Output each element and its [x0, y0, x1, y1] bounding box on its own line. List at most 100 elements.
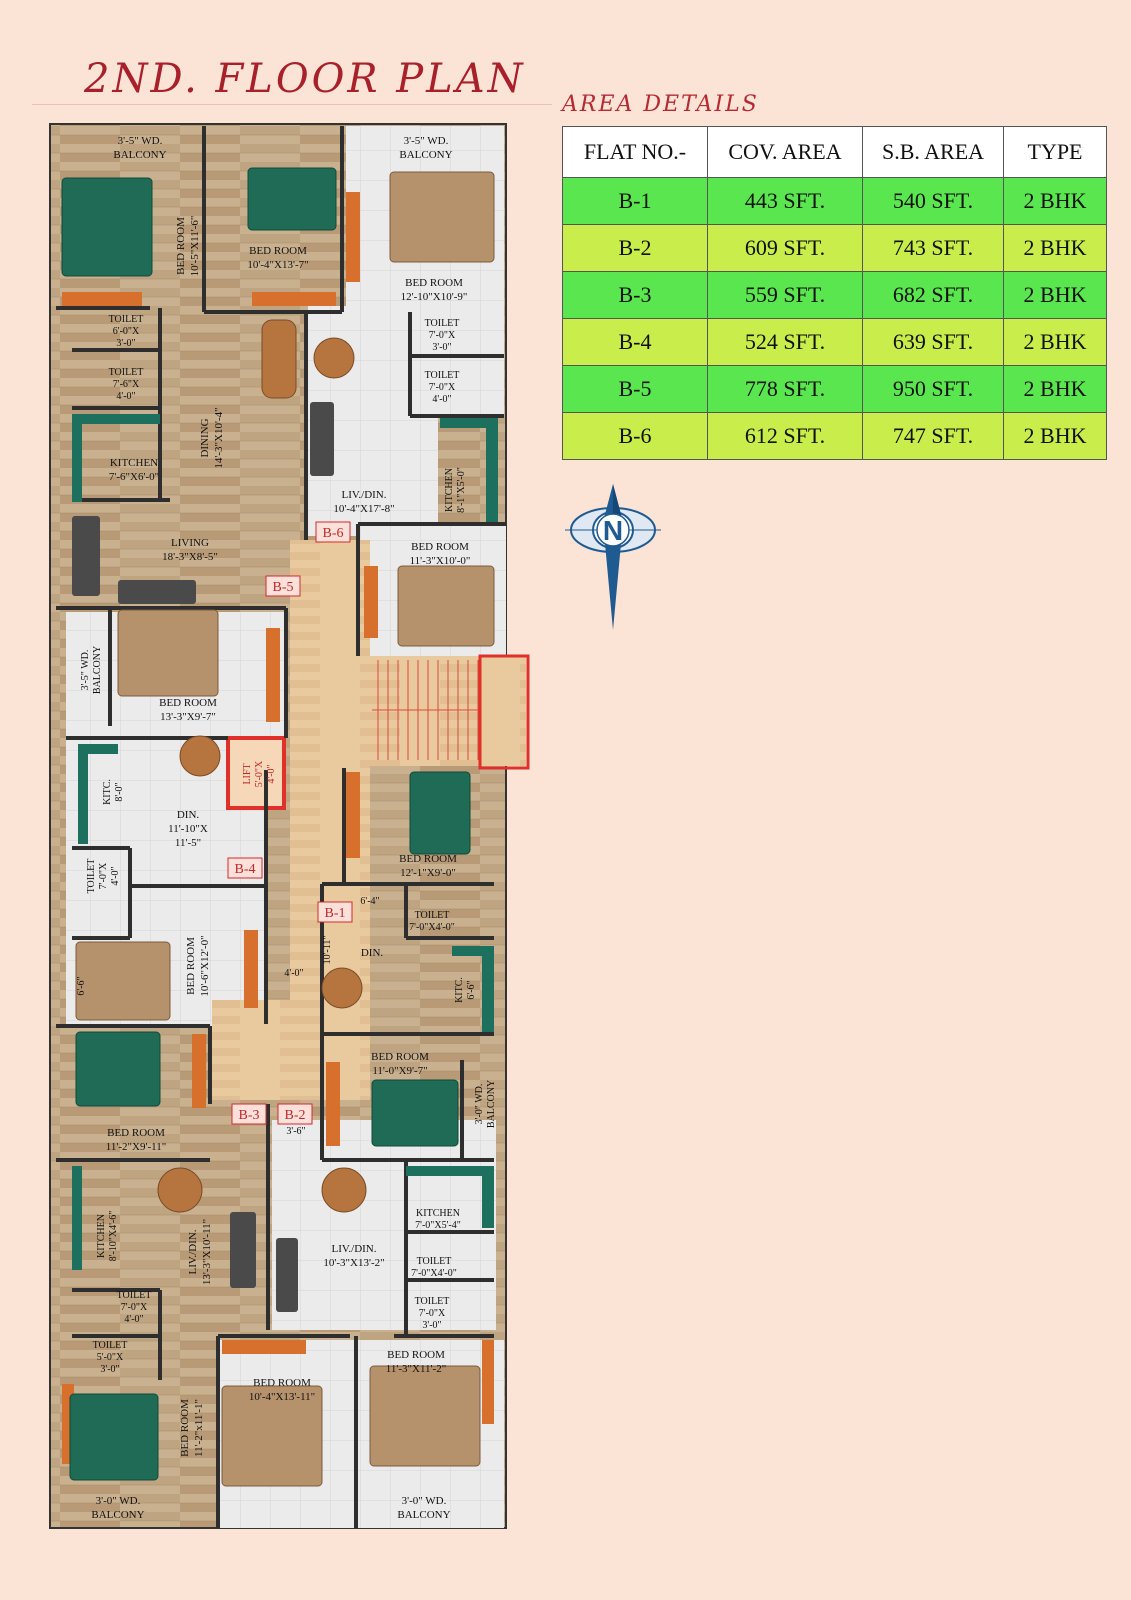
label-kitc-right: KITC.6'-6" [454, 977, 477, 1003]
cell-cov: 612 SFT. [707, 412, 863, 460]
cell-type: 2 BHK [1003, 365, 1107, 413]
label-lift: LIFT5'-0"X4'-0" [242, 760, 277, 787]
area-details-table: FLAT NO.- COV. AREA S.B. AREA TYPE B-1 4… [562, 126, 1107, 460]
label-toilet-left-vertical: TOILET7'-0"X4'-0" [86, 859, 121, 894]
page-title: 2ND. FLOOR PLAN [84, 56, 526, 102]
walls [56, 126, 506, 1528]
room-toilets-b6 [410, 306, 504, 416]
col-cov-area: COV. AREA [707, 126, 863, 178]
cell-sb: 639 SFT. [862, 318, 1004, 366]
wardrobes [62, 192, 494, 1464]
table-row: B-6 612 SFT. 747 SFT. 2 BHK [562, 412, 1107, 460]
label-dim-1011: 10'-11" [322, 936, 333, 965]
cell-cov: 609 SFT. [707, 224, 863, 272]
cell-sb: 682 SFT. [862, 271, 1004, 319]
beds-patterned [75, 171, 495, 1487]
cell-flat: B-1 [562, 177, 708, 225]
label-livdin-b6: LIV./DIN.10'-4"X17'-8" [333, 489, 394, 515]
cell-sb: 747 SFT. [862, 412, 1004, 460]
cell-flat: B-6 [562, 412, 708, 460]
tag-b6: B-6 [323, 526, 344, 541]
cell-flat: B-2 [562, 224, 708, 272]
label-balcony-bottom-right: 3'-0" WD.BALCONY [397, 1495, 450, 1521]
north-compass-icon: N [565, 484, 661, 630]
table-row: B-4 524 SFT. 639 SFT. 2 BHK [562, 318, 1107, 366]
label-corridor: 4'-0" [284, 968, 303, 979]
cell-cov: 443 SFT. [707, 177, 863, 225]
cell-cov: 559 SFT. [707, 271, 863, 319]
label-dim-66: 6'-6" [76, 976, 87, 995]
title-underline [32, 104, 552, 105]
label-balcony-bottom-left: 3'-0" WD.BALCONY [91, 1495, 144, 1521]
dining-tables [157, 319, 367, 1213]
tag-b1: B-1 [325, 906, 346, 921]
label-dim-64: 6'-4" [360, 896, 379, 907]
tag-b4: B-4 [235, 862, 256, 877]
cell-sb: 743 SFT. [862, 224, 1004, 272]
cell-type: 2 BHK [1003, 224, 1107, 272]
compass-letter: N [603, 515, 623, 546]
stair-edge [478, 654, 530, 770]
beds-teal [61, 167, 471, 1481]
table-header-row: FLAT NO.- COV. AREA S.B. AREA TYPE [562, 126, 1107, 178]
tag-b2: B-2 [285, 1108, 306, 1123]
label-dim-36: 3'-6" [286, 1126, 305, 1137]
cell-sb: 540 SFT. [862, 177, 1004, 225]
sofas [72, 402, 334, 1312]
label-kitchen-b3-vertical: KITCHEN8'-10"X4'-6" [96, 1211, 119, 1262]
label-livdin-b3: LIV./DIN.13'-3"X10'-11" [187, 1219, 213, 1285]
cell-cov: 778 SFT. [707, 365, 863, 413]
table-row: B-5 778 SFT. 950 SFT. 2 BHK [562, 365, 1107, 413]
label-balcony-left-vertical: 3'-5" WD.BALCONY [80, 646, 103, 694]
table-row: B-2 609 SFT. 743 SFT. 2 BHK [562, 224, 1107, 272]
flat-tags: B-6 B-5 B-4 B-1 B-3 B-2 [227, 521, 353, 1125]
kitchen-counters [72, 414, 498, 1270]
col-flat-no: FLAT NO.- [562, 126, 708, 178]
cell-sb: 950 SFT. [862, 365, 1004, 413]
label-balcony-top-right: 3'-5" WD.BALCONY [399, 135, 452, 161]
lift-shaft [226, 736, 286, 810]
cell-type: 2 BHK [1003, 271, 1107, 319]
col-type: TYPE [1003, 126, 1107, 178]
area-details-title: AREA DETAILS [562, 92, 759, 117]
cell-flat: B-5 [562, 365, 708, 413]
cell-cov: 524 SFT. [707, 318, 863, 366]
col-sb-area: S.B. AREA [862, 126, 1004, 178]
cell-type: 2 BHK [1003, 412, 1107, 460]
tag-b3: B-3 [239, 1108, 260, 1123]
label-din-b1: DIN. [361, 947, 384, 959]
room-liv-din-b2 [272, 1120, 496, 1330]
label-kitchen-right: KITCHEN8'-1"X5'-0" [444, 467, 467, 513]
cell-type: 2 BHK [1003, 318, 1107, 366]
label-balcony-right-vertical: 3'-0" WD.BALCONY [474, 1080, 497, 1128]
table-row: B-1 443 SFT. 540 SFT. 2 BHK [562, 177, 1107, 225]
